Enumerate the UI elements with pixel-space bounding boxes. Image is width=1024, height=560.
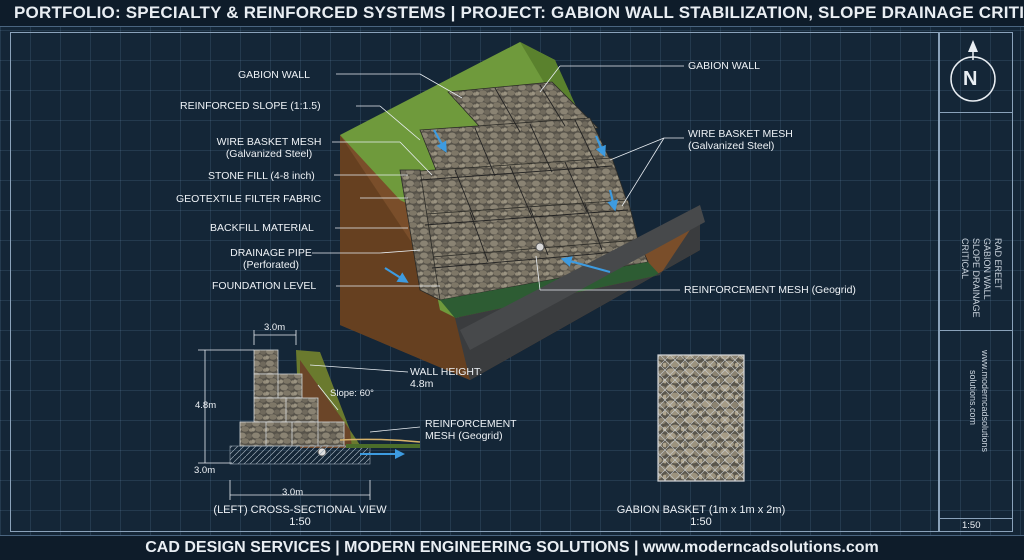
footer-bar: CAD DESIGN SERVICES | MODERN ENGINEERING… [0, 535, 1024, 560]
basket-caption-scale: 1:50 [690, 516, 712, 528]
label-wire-mesh-right: WIRE BASKET MESH (Galvanized Steel) [688, 128, 793, 152]
dim-base-height: 3.0m [194, 465, 216, 476]
title-block [939, 32, 1013, 532]
section-dimensions [198, 330, 421, 500]
concrete-pad-top [460, 205, 705, 350]
title-block-project-line2: GABION WALL [982, 238, 992, 300]
title-block-project-line1: RAD EREET [993, 238, 1003, 290]
section-caption-title: (LEFT) CROSS-SECTIONAL VIEW [213, 504, 387, 516]
label-wire-mesh-left-line1: WIRE BASKET MESH [216, 136, 322, 148]
soil-side-face [340, 135, 470, 380]
section-foundation [229, 445, 371, 465]
title-block-project-line3: SLOPE DRAINAGE [971, 238, 981, 318]
title-block-project-line4: CRITICAL [960, 238, 970, 280]
title-block-divider [939, 330, 1012, 331]
basket-caption: GABION BASKET (1m x 1m x 2m) 1:50 [596, 504, 806, 528]
north-arrow [950, 40, 996, 102]
isometric-model [340, 42, 705, 380]
label-section-reinforcement: REINFORCEMENT MESH (Geogrid) [425, 418, 517, 442]
label-geotextile: GEOTEXTILE FILTER FABRIC [176, 193, 322, 205]
dim-top-width: 3.0m [264, 322, 286, 333]
basket-caption-title: GABION BASKET (1m x 1m x 2m) [616, 504, 786, 516]
title-bar: PORTFOLIO: SPECIALTY & REINFORCED SYSTEM… [0, 0, 1024, 27]
title-block-company-line2: solutions.com [968, 370, 978, 426]
label-foundation: FOUNDATION LEVEL [212, 280, 317, 292]
label-drainage-pipe-line1: DRAINAGE PIPE [230, 247, 312, 259]
section-basket-dividers [265, 374, 319, 446]
label-wall-height-line2: 4.8m [410, 378, 434, 390]
drawing-frame [10, 32, 939, 532]
dim-bottom-width: 3.0m [282, 487, 304, 498]
title-block-scale: 1:50 [962, 520, 981, 531]
gabion-basket-detail [657, 354, 745, 482]
label-section-reinforcement-line2: MESH (Geogrid) [425, 430, 503, 442]
label-reinforced-slope: REINFORCED SLOPE (1:1.5) [180, 100, 321, 112]
footer-text: CAD DESIGN SERVICES | MODERN ENGINEERING… [145, 539, 879, 556]
label-drainage-pipe: DRAINAGE PIPE (Perforated) [226, 247, 316, 271]
label-wire-mesh-right-line1: WIRE BASKET MESH [688, 128, 793, 140]
label-gabion-wall-left: GABION WALL [238, 69, 310, 81]
section-geogrid [339, 438, 421, 443]
basket-mesh [657, 354, 745, 482]
page-title: PORTFOLIO: SPECIALTY & REINFORCED SYSTEM… [14, 3, 1024, 22]
section-caption-scale: 1:50 [289, 516, 311, 528]
label-reinforcement-mesh: REINFORCEMENT MESH (Geogrid) [684, 284, 856, 296]
label-slope-angle: Slope: 60° [330, 388, 374, 399]
dim-height: 4.8m [195, 400, 217, 411]
label-wire-mesh-right-line2: (Galvanized Steel) [688, 140, 775, 152]
label-backfill: BACKFILL MATERIAL [210, 222, 314, 234]
concrete-pad [455, 215, 700, 380]
drainage-pipe-outlet [535, 242, 545, 252]
label-wire-mesh-left: WIRE BASKET MESH (Galvanized Steel) [205, 136, 333, 160]
label-gabion-wall-right: GABION WALL [688, 60, 760, 72]
section-caption: (LEFT) CROSS-SECTIONAL VIEW 1:50 [200, 504, 400, 528]
label-drainage-pipe-line2: (Perforated) [242, 259, 300, 271]
label-wall-height: WALL HEIGHT: 4.8m [410, 366, 482, 390]
title-block-divider [939, 518, 1012, 519]
title-block-divider [939, 112, 1012, 113]
leader-lines [312, 65, 684, 291]
section-basket-row [253, 349, 279, 375]
north-letter: N [963, 68, 978, 90]
title-block-company-line1: www.moderncadsolutions [980, 350, 990, 453]
cross-section [198, 330, 421, 500]
label-section-reinforcement-line1: REINFORCEMENT [425, 418, 517, 430]
label-wall-height-line1: WALL HEIGHT: [410, 366, 483, 378]
label-stone-fill: STONE FILL (4-8 inch) [208, 170, 315, 182]
water-flow-arrows [384, 129, 619, 283]
label-wire-mesh-left-line2: (Galvanized Steel) [225, 148, 313, 160]
